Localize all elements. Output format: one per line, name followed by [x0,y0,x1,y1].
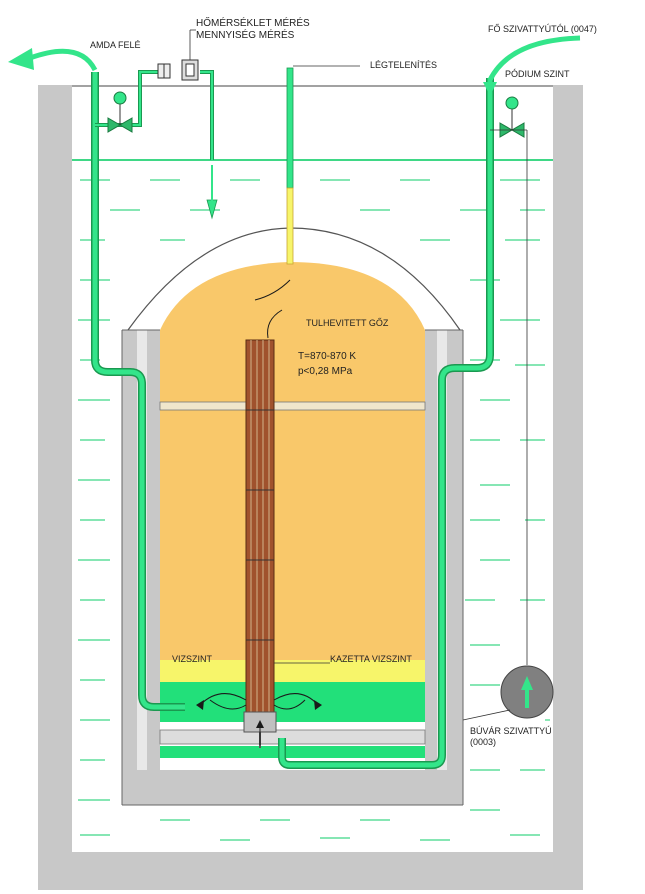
steam-flow-arrows [254,279,291,339]
pool-water-hatch [78,179,550,841]
label-tulhevitett-goz: TULHEVITETT GŐZ [306,318,389,328]
yellow-level-band [160,660,425,682]
right-valve-icon [499,96,525,138]
label-buvar-code: (0003) [470,737,496,747]
vessel-bottom-plate [159,729,426,745]
label-amda-fele: AMDA FELÉ [90,40,141,50]
label-temperature-measurement: HŐMÉRSÉKLET MÉRÉS [196,15,310,29]
fuel-cassette [243,339,277,748]
pool-floor [38,852,583,890]
label-buvar-szivattyu: BÚVÁR SZIVATTYÚ [470,726,552,736]
pool-wall-left [38,85,72,855]
bottom-green-band [160,746,425,758]
label-podium-szint: PÓDIUM SZINT [505,69,570,79]
left-valve-icon [107,91,133,133]
amda-outlet-arrow [29,48,98,72]
label-legtelenites: LÉGTELENÍTÉS [370,60,437,70]
label-temperature-value: T=870-870 K [298,351,356,362]
main-pump-inlet-arrow [487,35,581,82]
inner-top-shelf [159,401,426,411]
flow-meter-icon [181,29,199,81]
label-quantity-measurement: MENNYISÉG MÉRÉS [196,28,295,41]
steam-space [160,262,425,660]
measurement-branch-pipe [95,70,214,160]
pool-wall-right [553,85,583,855]
label-vizszint: VIZSZINT [172,654,213,664]
amda-outlet-arrowhead [8,48,34,70]
label-pressure-value: p<0,28 MPa [298,366,353,377]
temperature-sensor-icon [157,63,171,79]
main-pump-inlet-arrowhead [483,82,497,96]
label-kazetta-vizszint: KAZETTA VIZSZINT [330,654,412,664]
down-flow-arrow [206,199,218,220]
water-green-band [160,682,425,722]
submersible-pump-icon [500,665,554,719]
flow-arrowheads [196,700,322,728]
right-inlet-pipe-core [279,78,493,768]
pump-label-leader [462,709,511,721]
label-fo-szivattyutol: FŐ SZIVATTYÚTÓL (0047) [488,24,597,34]
measurement-branch-pipe-core [95,71,213,160]
vent-pipe [286,67,294,265]
left-outlet-pipe-core [92,72,185,710]
